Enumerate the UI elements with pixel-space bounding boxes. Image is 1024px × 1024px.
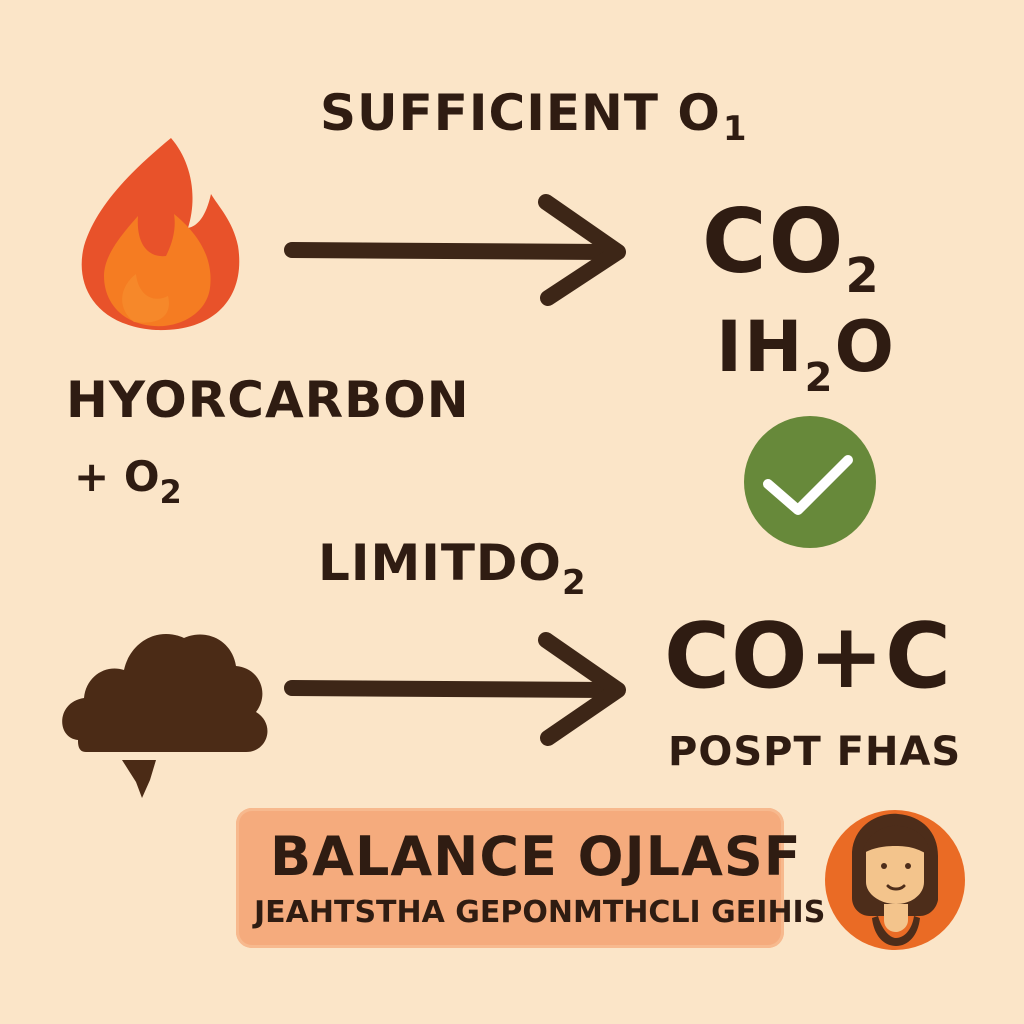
arrow-complete-combustion bbox=[284, 194, 626, 306]
product-h2o-suffix: O bbox=[834, 306, 896, 388]
flame-icon bbox=[81, 138, 240, 331]
sufficient-oxygen-label: SUFFICIENT O1 bbox=[320, 88, 747, 146]
balance-subtitle: JEAHTSTHA GEPONMTHCLI GEIHIS bbox=[254, 895, 826, 930]
sufficient-oxygen-subscript: 1 bbox=[722, 109, 748, 149]
product-note-label: POSPT FHAS bbox=[668, 729, 962, 775]
arrow-incomplete-combustion bbox=[284, 632, 626, 746]
reactant-oxygen-text: + O bbox=[74, 452, 160, 501]
product-co2-text: CO bbox=[702, 190, 846, 293]
balance-title: BALANCE OJLASF bbox=[270, 825, 802, 888]
person-avatar-icon bbox=[825, 810, 965, 950]
product-co2-subscript: 2 bbox=[845, 248, 881, 304]
product-co-c-label: CO+C bbox=[664, 604, 953, 709]
checkmark-icon bbox=[744, 416, 876, 548]
product-h2o-subscript: 2 bbox=[804, 355, 835, 401]
limited-oxygen-text: LIMITDO bbox=[318, 534, 562, 592]
reactant-oxygen-label: + O2 bbox=[74, 456, 182, 509]
product-h2o-prefix: IH bbox=[716, 306, 805, 388]
sufficient-oxygen-text: SUFFICIENT O bbox=[320, 84, 721, 142]
product-h2o-label: IH2O bbox=[716, 312, 896, 398]
product-co2-label: CO2 bbox=[702, 198, 881, 301]
reactant-hydrocarbon-label: HYORCARBON bbox=[66, 371, 470, 429]
balance-box bbox=[236, 808, 784, 948]
reactant-oxygen-subscript: 2 bbox=[159, 473, 182, 511]
smoke-cloud-icon bbox=[62, 633, 268, 798]
limited-oxygen-subscript: 2 bbox=[561, 563, 587, 603]
limited-oxygen-label: LIMITDO2 bbox=[318, 538, 587, 600]
